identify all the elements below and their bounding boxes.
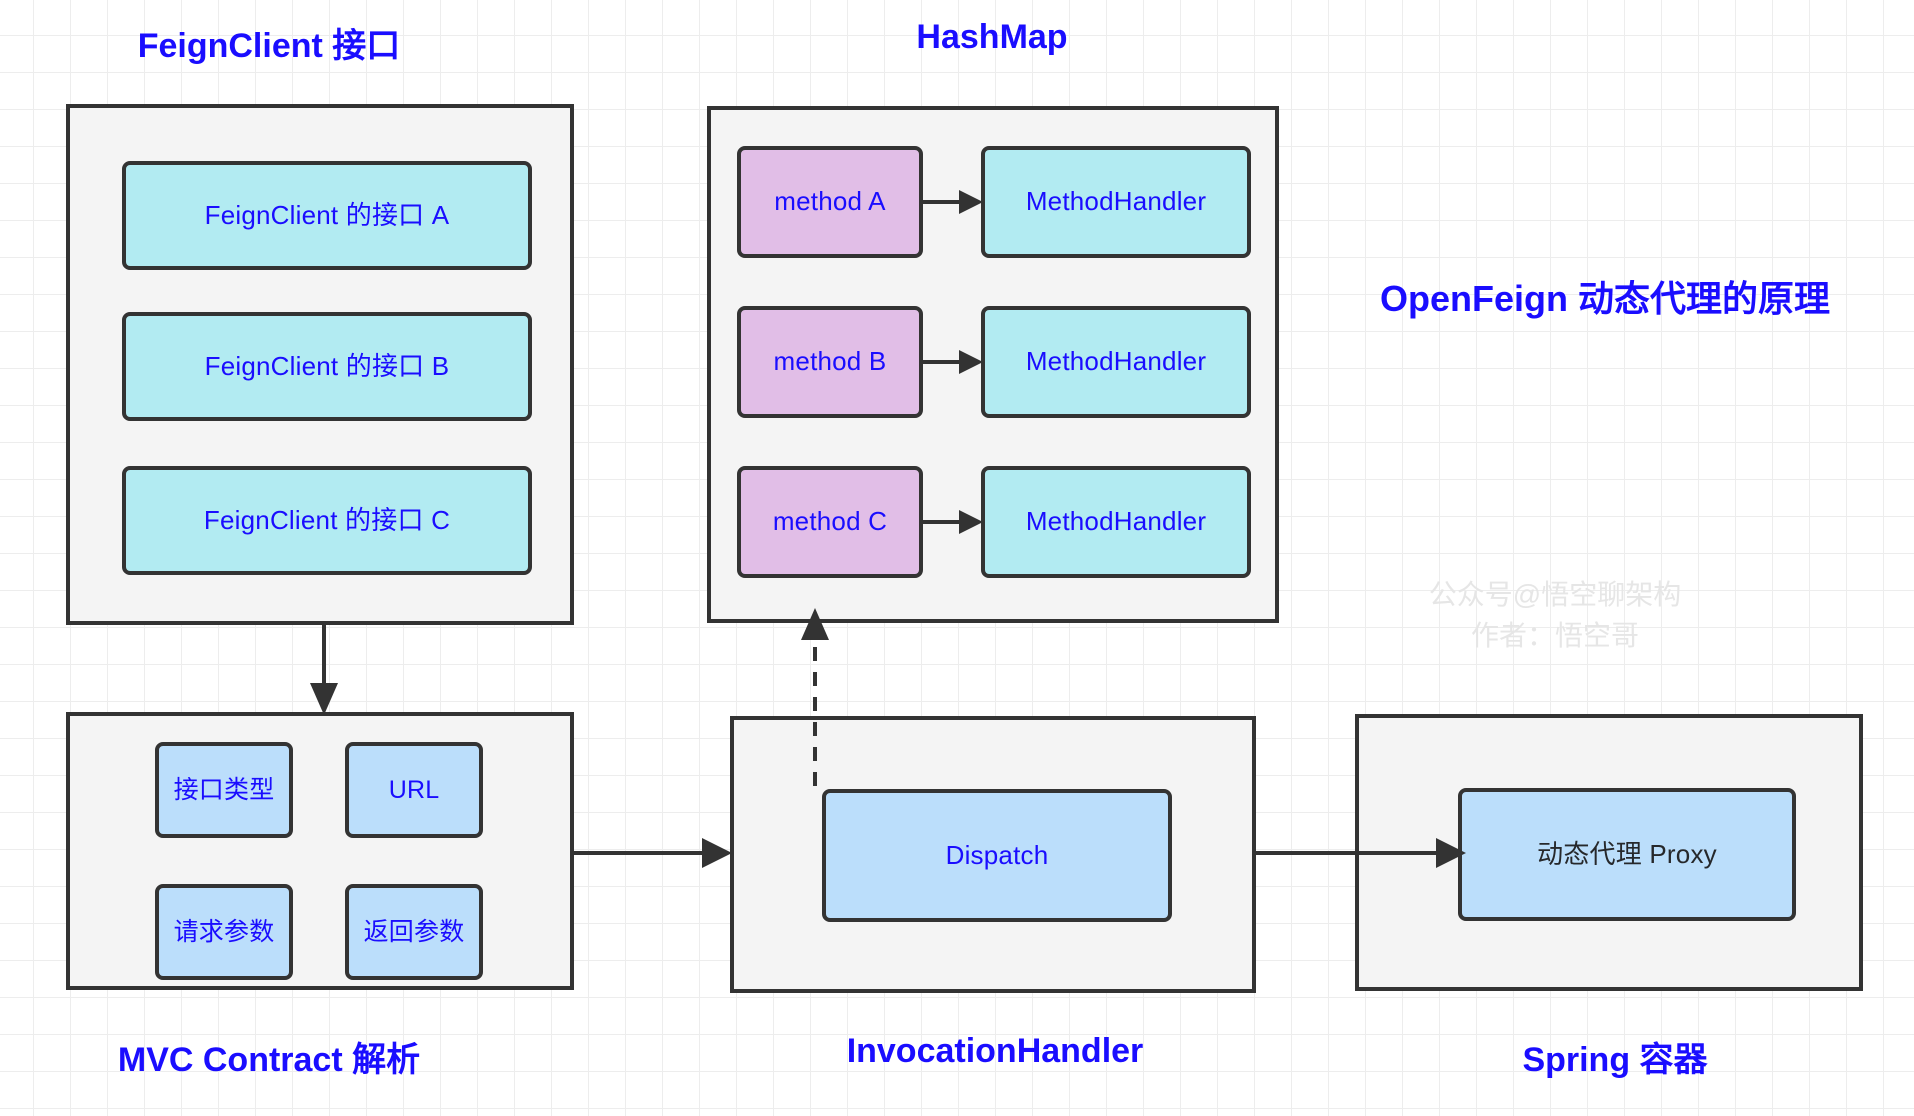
diagram-title-note: OpenFeign 动态代理的原理 [1379, 278, 1830, 319]
node-method-a[interactable]: method A [737, 146, 923, 258]
arrow-method-b-to-handler [923, 350, 983, 374]
node-method-handler-a[interactable]: MethodHandler [981, 146, 1251, 258]
caption-invocation-handler: InvocationHandler [846, 1032, 1144, 1070]
group-invocation-handler: Dispatch [730, 716, 1256, 993]
node-method-c[interactable]: method C [737, 466, 923, 578]
node-method-handler-c[interactable]: MethodHandler [981, 466, 1251, 578]
group-hashmap: method A MethodHandler method B MethodHa… [707, 106, 1279, 623]
node-interface-type[interactable]: 接口类型 [155, 742, 293, 838]
node-feignclient-interface-b[interactable]: FeignClient 的接口 B [122, 312, 532, 421]
group-spring-container: 动态代理 Proxy [1355, 714, 1863, 991]
arrow-feignclient-to-mvc-contract [310, 625, 338, 715]
node-request-params[interactable]: 请求参数 [155, 884, 293, 980]
arrow-dispatch-to-hashmap-dashed [801, 608, 829, 786]
node-response-params[interactable]: 返回参数 [345, 884, 483, 980]
node-url[interactable]: URL [345, 742, 483, 838]
group-mvc-contract: 接口类型 URL 请求参数 返回参数 [66, 712, 574, 990]
node-feignclient-interface-c[interactable]: FeignClient 的接口 C [122, 466, 532, 575]
group-feignclient-interfaces: FeignClient 的接口 A FeignClient 的接口 B Feig… [66, 104, 574, 625]
caption-spring-container: Spring 容器 [1522, 1041, 1708, 1079]
watermark: 公众号@悟空聊架构 作者：悟空哥 [1428, 579, 1682, 651]
caption-hashmap: HashMap [916, 18, 1068, 56]
arrow-invocation-handler-to-proxy [1256, 838, 1466, 868]
caption-feignclient: FeignClient 接口 [137, 27, 401, 65]
caption-mvc-contract: MVC Contract 解析 [117, 1041, 421, 1079]
node-dispatch[interactable]: Dispatch [822, 789, 1172, 922]
arrow-method-c-to-handler [923, 510, 983, 534]
node-dynamic-proxy[interactable]: 动态代理 Proxy [1458, 788, 1796, 921]
node-feignclient-interface-a[interactable]: FeignClient 的接口 A [122, 161, 532, 270]
arrow-mvc-contract-to-invocation-handler [574, 838, 732, 868]
arrow-method-a-to-handler [923, 190, 983, 214]
node-method-handler-b[interactable]: MethodHandler [981, 306, 1251, 418]
node-method-b[interactable]: method B [737, 306, 923, 418]
